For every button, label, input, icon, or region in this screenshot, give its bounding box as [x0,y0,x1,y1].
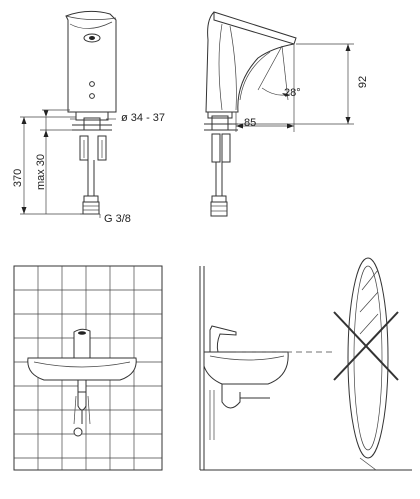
front-view [20,10,117,218]
side-installation-view [199,257,412,471]
sensor-window-icon [83,33,101,43]
mirror [347,257,389,459]
dim-370-label: 370 [12,169,24,187]
indicator-dot [89,93,95,99]
front-installation-view [13,265,163,471]
dim-hole-diameter-label: ø 34 - 37 [121,112,165,124]
dim-max30-label: max 30 [35,154,47,190]
dim-angle-label: 28° [284,87,301,99]
indicator-dot [89,81,95,87]
side-view [204,11,354,217]
dim-height-label: 92 [357,76,369,88]
dim-projection-label: 85 [244,117,256,129]
cross-mark-icon [333,311,399,381]
dim-thread-label: G 3/8 [104,213,131,225]
